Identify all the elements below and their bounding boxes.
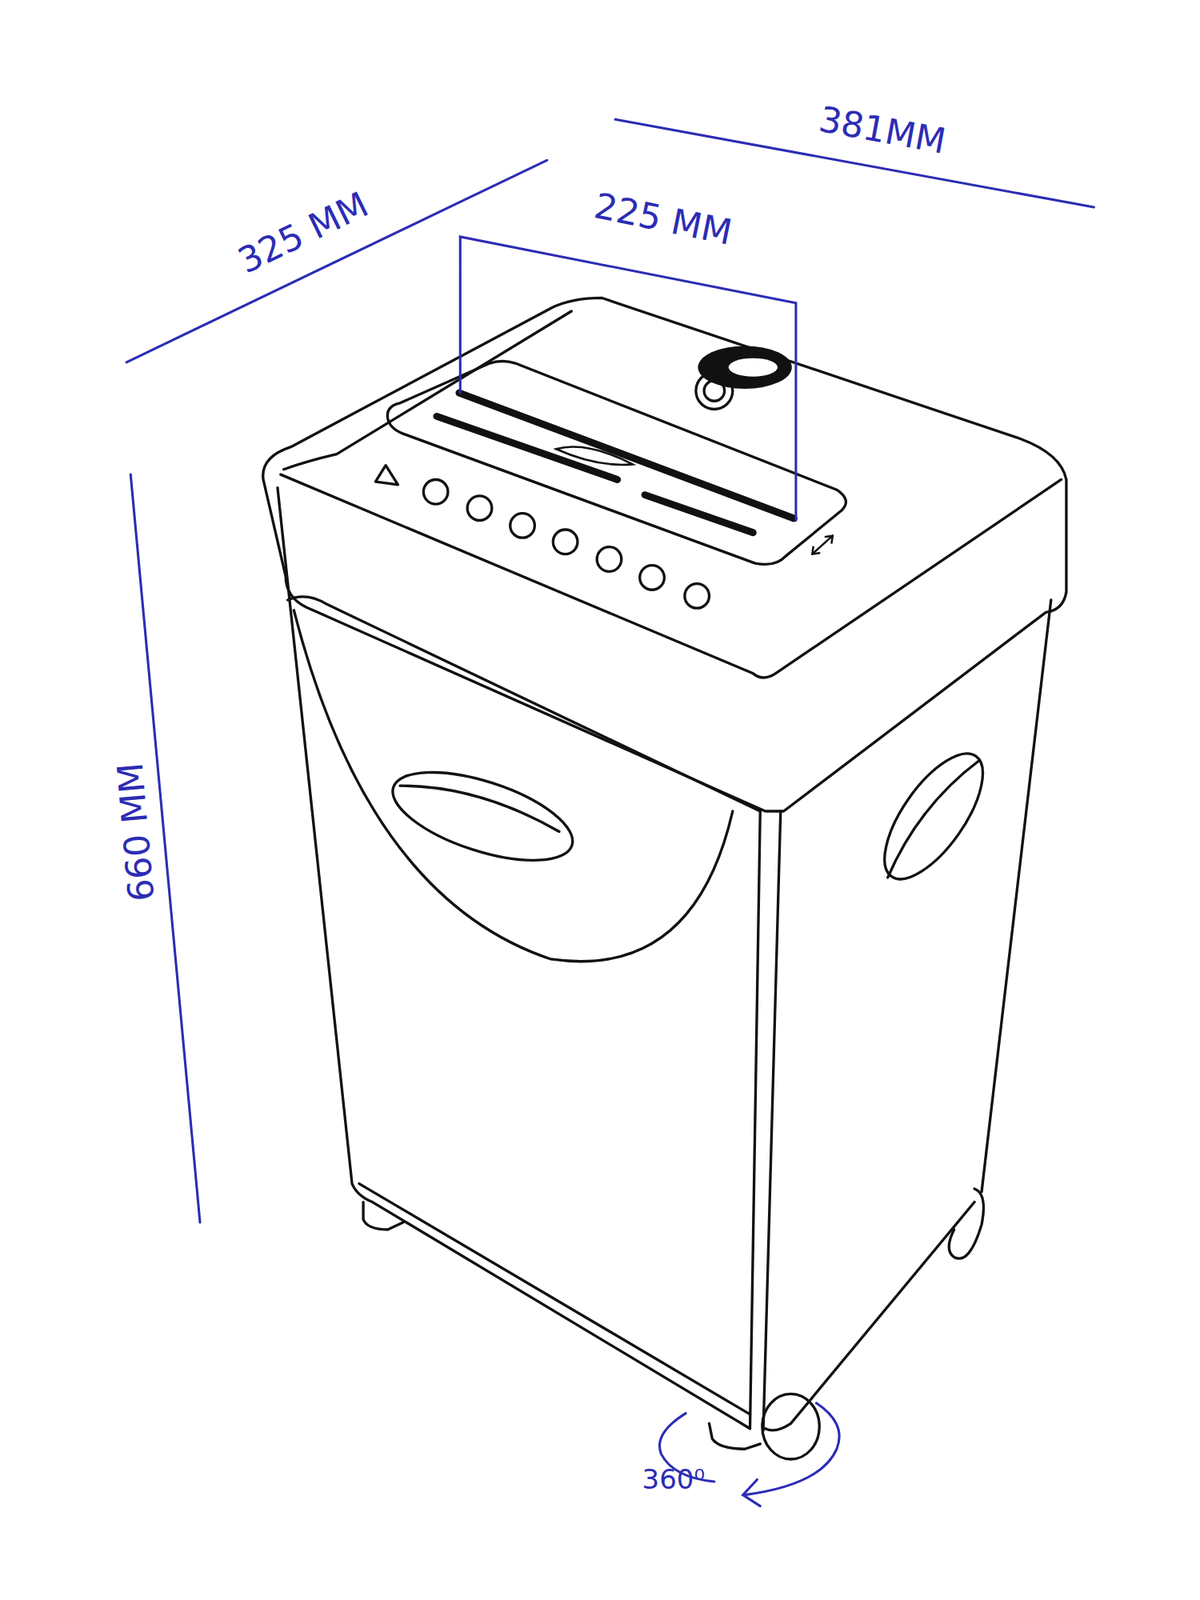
slot-width-dimension: 225 MM (591, 188, 735, 251)
height-dimension: 660 MM (112, 760, 160, 903)
width-dimension: 381MM (816, 101, 949, 160)
depth-dimension: 325 MM (232, 186, 374, 280)
rotation-label: 360⁰ (642, 1465, 706, 1493)
